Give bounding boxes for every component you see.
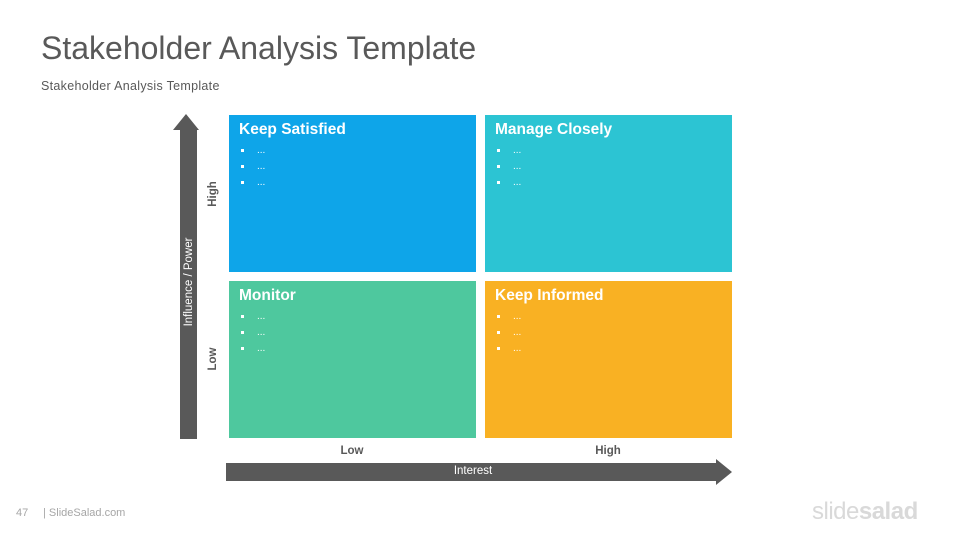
x-axis-label: Interest <box>453 465 493 477</box>
x-axis-low-label: Low <box>340 445 364 457</box>
y-axis-high-label: High <box>207 181 219 207</box>
quadrant-title: Keep Informed <box>495 287 604 304</box>
footer-site: | SlideSalad.com <box>43 507 126 519</box>
x-axis-high-label: High <box>595 445 621 457</box>
list-item: ... <box>495 159 722 175</box>
quadrant-title: Keep Satisfied <box>239 121 346 138</box>
list-item: ... <box>239 341 466 357</box>
y-axis-arrow <box>180 129 197 439</box>
quadrant-list: ... ... ... <box>495 309 722 357</box>
quadrant-list: ... ... ... <box>239 309 466 357</box>
list-item: ... <box>495 325 722 341</box>
list-item: ... <box>495 341 722 357</box>
slide-title: Stakeholder Analysis Template <box>41 30 477 66</box>
quadrant-list: ... ... ... <box>239 143 466 191</box>
list-item: ... <box>239 325 466 341</box>
list-item: ... <box>239 175 466 191</box>
x-axis-arrow <box>226 463 717 481</box>
quadrant-title: Monitor <box>239 287 296 304</box>
logo-part-1: slide <box>812 498 859 525</box>
logo-part-2: salad <box>858 498 918 525</box>
quadrant-manage-closely: Manage Closely ... ... ... <box>485 115 732 272</box>
quadrant-keep-informed: Keep Informed ... ... ... <box>485 281 732 438</box>
list-item: ... <box>239 143 466 159</box>
y-axis-arrowhead <box>173 114 199 130</box>
list-item: ... <box>495 175 722 191</box>
x-axis-arrowhead <box>716 459 732 485</box>
y-axis-label: Influence / Power <box>183 237 195 327</box>
quadrant-keep-satisfied: Keep Satisfied ... ... ... <box>229 115 476 272</box>
page-number: 47 <box>16 507 29 519</box>
list-item: ... <box>495 143 722 159</box>
y-axis-low-label: Low <box>207 347 219 371</box>
list-item: ... <box>239 159 466 175</box>
list-item: ... <box>495 309 722 325</box>
slidesalad-logo: slidesalad <box>812 498 918 526</box>
quadrant-title: Manage Closely <box>495 121 613 138</box>
quadrant-list: ... ... ... <box>495 143 722 191</box>
slide-subtitle: Stakeholder Analysis Template <box>41 79 220 93</box>
quadrant-monitor: Monitor ... ... ... <box>229 281 476 438</box>
list-item: ... <box>239 309 466 325</box>
